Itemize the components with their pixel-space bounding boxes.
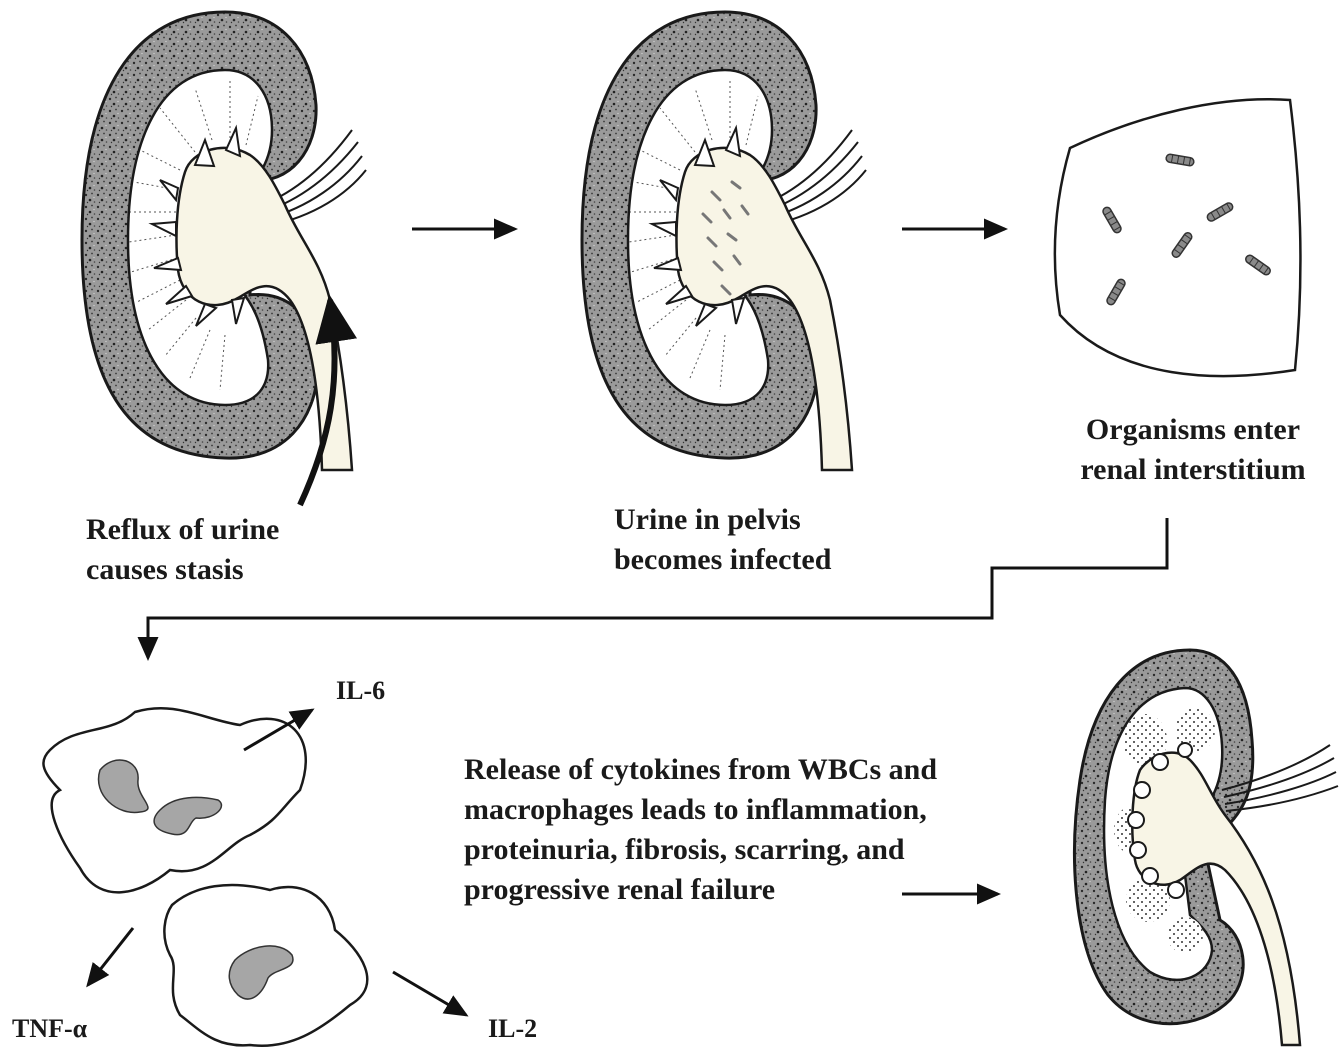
caption-reflux: Reflux of urine causes stasis [86, 510, 279, 590]
caption-line: Release of cytokines from WBCs and [464, 750, 937, 790]
caption-line: progressive renal failure [464, 870, 937, 910]
label-il2: IL-2 [488, 1014, 537, 1044]
caption-cytokines: Release of cytokines from WBCs and macro… [464, 750, 937, 910]
caption-line: becomes infected [614, 540, 831, 580]
caption-line: macrophages leads to inflammation, [464, 790, 937, 830]
caption-infected: Urine in pelvis becomes infected [614, 500, 831, 580]
caption-line: Organisms enter [1062, 410, 1324, 450]
label-il6: IL-6 [336, 676, 385, 706]
scarred-kidney [1075, 650, 1338, 1045]
caption-organisms: Organisms enter renal interstitium [1062, 410, 1324, 490]
caption-line: causes stasis [86, 550, 279, 590]
tnf-arrow [88, 928, 133, 985]
caption-line: Urine in pelvis [614, 500, 831, 540]
kidney-infected-pelvis [582, 12, 866, 470]
il2-arrow [393, 972, 466, 1015]
caption-line: renal interstitium [1062, 450, 1324, 490]
caption-line: proteinuria, fibrosis, scarring, and [464, 830, 937, 870]
renal-interstitium [1055, 99, 1301, 376]
kidney-with-reflux [82, 12, 366, 470]
label-tnf-alpha: TNF-α [12, 1014, 87, 1044]
caption-line: Reflux of urine [86, 510, 279, 550]
wbc-cell [164, 885, 367, 1046]
